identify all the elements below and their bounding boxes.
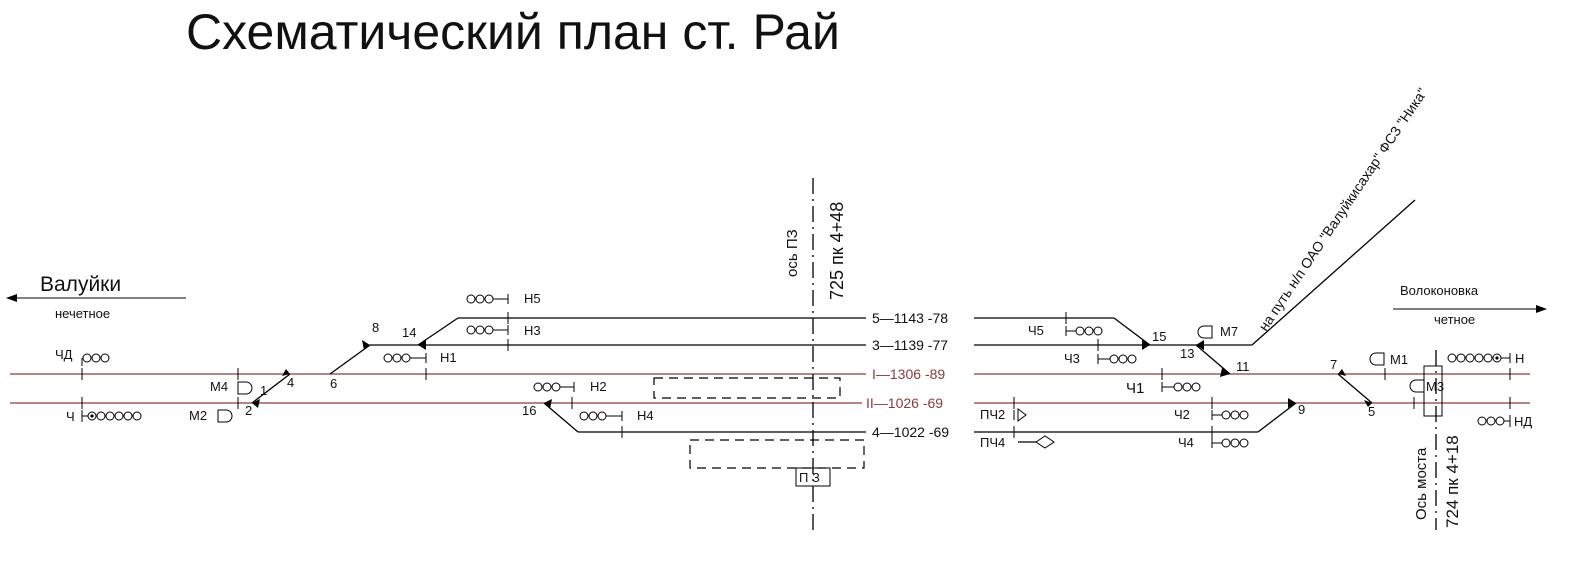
svg-text:Ч2: Ч2 bbox=[1174, 407, 1190, 422]
signal-ch1: Ч1 bbox=[1126, 380, 1201, 397]
signal-n: Н bbox=[1447, 351, 1524, 366]
switch-4: 4 bbox=[287, 375, 294, 390]
svg-text:Н3: Н3 bbox=[524, 323, 541, 338]
direction-left-sub: нечетное bbox=[55, 306, 110, 321]
svg-text:Н2: Н2 bbox=[590, 379, 607, 394]
switch-11: 11 bbox=[1236, 359, 1250, 374]
svg-text:М2: М2 bbox=[189, 408, 207, 423]
signal-ch: Ч bbox=[66, 409, 142, 424]
platform-1 bbox=[653, 377, 841, 399]
svg-text:М4: М4 bbox=[210, 379, 228, 394]
signal-pch4: ПЧ4 bbox=[980, 435, 1005, 450]
direction-right-name: Волоконовка bbox=[1400, 283, 1479, 298]
svg-text:ПЧ2: ПЧ2 bbox=[980, 407, 1005, 422]
signal-m2: М2 bbox=[189, 408, 233, 423]
signal-ch5: Ч5 bbox=[1028, 323, 1103, 338]
track-label-3: 3—1139 -77 bbox=[866, 337, 974, 353]
track-label-5: 5—1143 -78 bbox=[866, 310, 974, 326]
svg-text:Ч: Ч bbox=[66, 409, 75, 424]
signal-chd: ЧД bbox=[55, 347, 110, 366]
axis-pz-pk: 725 пк 4+48 bbox=[827, 202, 847, 300]
signal-nd: НД bbox=[1477, 414, 1532, 429]
switch-7: 7 bbox=[1330, 357, 1337, 372]
svg-text:М7: М7 bbox=[1220, 324, 1238, 339]
switch-9: 9 bbox=[1298, 402, 1305, 417]
signal-m1: М1 bbox=[1369, 352, 1408, 367]
svg-text:ЧД: ЧД bbox=[55, 347, 73, 362]
signal-m4: М4 bbox=[210, 379, 253, 395]
track-label-II: II—1026 -69 bbox=[862, 395, 974, 411]
track-label-4: 4—1022 -69 bbox=[866, 424, 974, 440]
svg-text:Н: Н bbox=[1515, 351, 1524, 366]
direction-left: Валуйки нечетное bbox=[6, 273, 186, 321]
svg-text:Ч3: Ч3 bbox=[1064, 351, 1080, 366]
switch-13: 13 bbox=[1180, 346, 1194, 361]
switch-6: 6 bbox=[330, 376, 337, 391]
svg-text:Н1: Н1 bbox=[440, 350, 457, 365]
signal-n2: Н2 bbox=[533, 379, 607, 394]
switch-8: 8 bbox=[372, 320, 379, 335]
direction-right: Волоконовка четное bbox=[1393, 283, 1547, 327]
svg-text:М3: М3 bbox=[1426, 379, 1444, 394]
page-title: Схематический план ст. Рай bbox=[186, 4, 840, 60]
svg-text:Ч1: Ч1 bbox=[1126, 380, 1144, 397]
station-building-label: П З bbox=[799, 470, 820, 485]
signal-n5: Н5 bbox=[466, 291, 541, 306]
signal-ch4: Ч4 bbox=[1178, 435, 1249, 450]
switch-14: 14 bbox=[402, 325, 416, 340]
signal-m3: М3 bbox=[1409, 379, 1444, 394]
signal-ch2: Ч2 bbox=[1174, 407, 1249, 422]
svg-text:Ч5: Ч5 bbox=[1028, 323, 1044, 338]
svg-text:ПЧ4: ПЧ4 bbox=[980, 435, 1005, 450]
axis-pz-label: ось ПЗ bbox=[784, 229, 801, 277]
svg-text:I—1306 -89: I—1306 -89 bbox=[872, 366, 945, 382]
switch-1: 1 bbox=[260, 383, 267, 398]
svg-text:НД: НД bbox=[1514, 414, 1532, 429]
track-label-I: I—1306 -89 bbox=[866, 366, 974, 382]
signal-n3: Н3 bbox=[466, 323, 541, 338]
signal-n4: Н4 bbox=[579, 408, 654, 423]
switch-numbers: 1 2 4 5 6 7 8 9 11 13 14 15 16 bbox=[245, 320, 1375, 419]
svg-text:М1: М1 bbox=[1390, 352, 1408, 367]
svg-text:Н5: Н5 bbox=[524, 291, 541, 306]
direction-right-sub: четное bbox=[1434, 312, 1475, 327]
svg-text:Ч4: Ч4 bbox=[1178, 435, 1194, 450]
svg-text:5—1143 -78: 5—1143 -78 bbox=[872, 310, 948, 326]
svg-text:Н4: Н4 bbox=[637, 408, 654, 423]
switch-15: 15 bbox=[1152, 329, 1166, 344]
signal-pch2: ПЧ2 bbox=[980, 407, 1027, 422]
axis-bridge-label: Ось моста bbox=[1413, 447, 1430, 520]
switch-5: 5 bbox=[1368, 404, 1375, 419]
signal-ch3: Ч3 bbox=[1064, 351, 1137, 366]
svg-text:3—1139 -77: 3—1139 -77 bbox=[872, 337, 948, 353]
svg-text:4—1022 -69: 4—1022 -69 bbox=[872, 424, 949, 440]
axis-bridge-pk: 724 пк 4+18 bbox=[1443, 435, 1462, 528]
switch-2: 2 bbox=[245, 403, 252, 418]
signal-n1: Н1 bbox=[383, 350, 457, 365]
svg-text:II—1026 -69: II—1026 -69 bbox=[866, 395, 943, 411]
signal-m7: М7 bbox=[1197, 324, 1238, 339]
direction-left-name: Валуйки bbox=[40, 273, 121, 296]
platform-2 bbox=[689, 439, 865, 469]
switch-16: 16 bbox=[522, 403, 536, 418]
